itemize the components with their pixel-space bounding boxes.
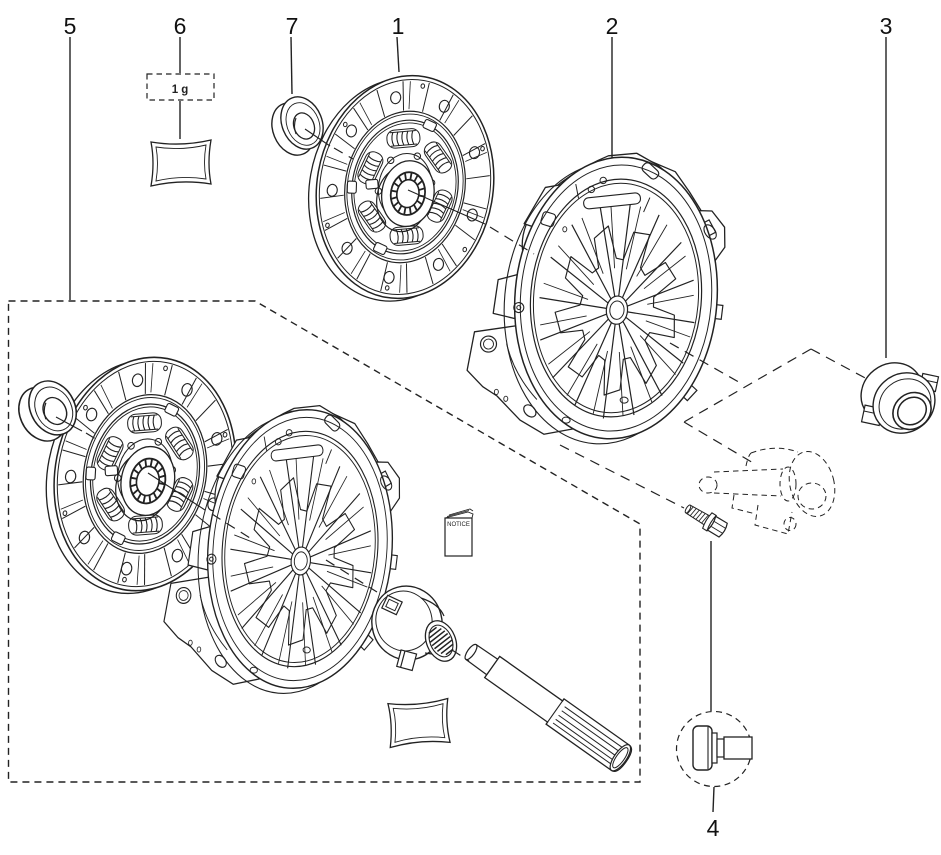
svg-text:1 g: 1 g [172,84,189,96]
svg-text:6: 6 [174,13,187,39]
svg-text:7: 7 [286,13,299,39]
svg-text:4: 4 [707,815,720,841]
svg-text:5: 5 [64,13,77,39]
svg-text:NOTICE: NOTICE [447,522,470,528]
svg-text:3: 3 [880,13,893,39]
svg-text:1: 1 [392,13,405,39]
svg-text:2: 2 [606,13,619,39]
